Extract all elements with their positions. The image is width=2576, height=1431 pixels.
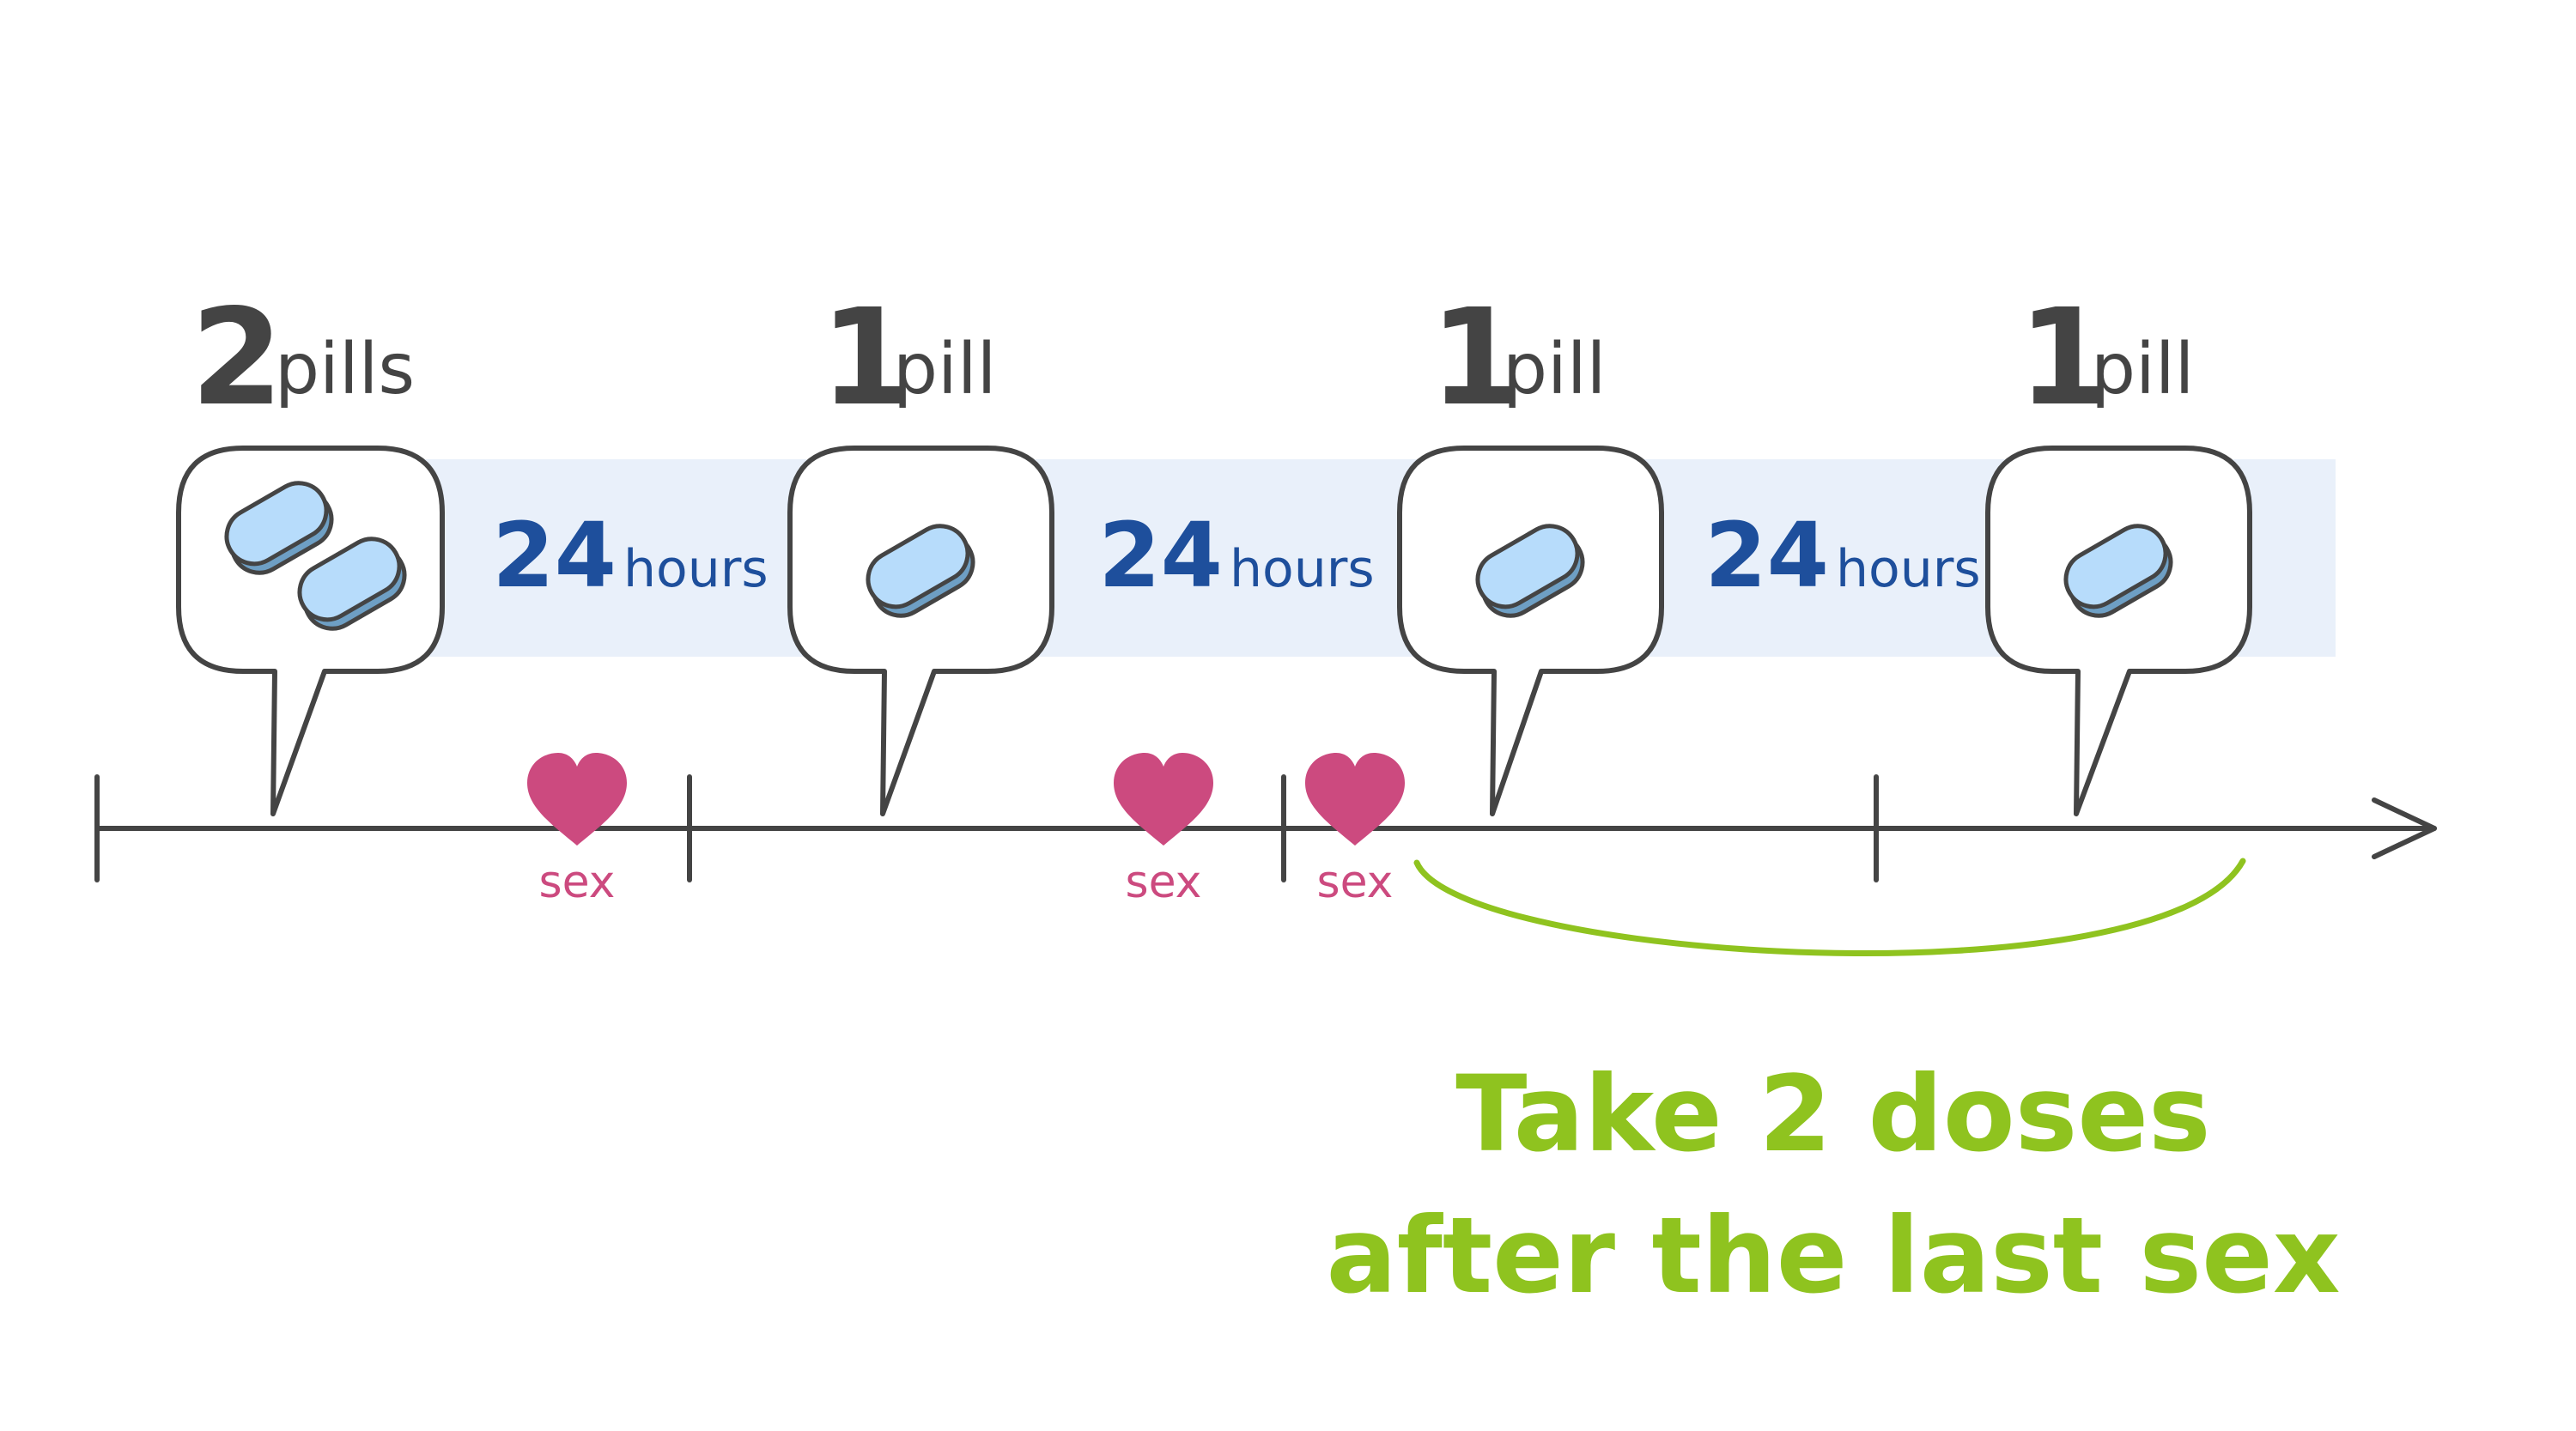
dose-heading: 1 pill [820, 280, 996, 435]
pill-icon [866, 524, 975, 618]
interval-label: 24 hours [1704, 503, 1980, 608]
dose-bubbles [176, 446, 2252, 816]
arrow-right-icon [2372, 797, 2437, 859]
dose-unit: pill [2091, 329, 2194, 410]
dose-unit: pills [275, 329, 415, 410]
interval-label: 24 hours [1098, 503, 1374, 608]
pill-icon [224, 481, 334, 575]
interval-band [215, 459, 2336, 657]
sex-label: sex [1317, 857, 1394, 908]
interval-label: 24 hours [492, 503, 768, 608]
dose-unit: pill [893, 329, 996, 410]
sex-event: sex [527, 753, 627, 908]
sex-event: sex [1305, 753, 1405, 908]
note-line-2: after the last sex [1326, 1195, 2340, 1317]
note-line-1: Take 2 doses [1455, 1053, 2210, 1175]
pill-top [297, 537, 402, 622]
pill-icon [297, 537, 407, 631]
pill-top [1475, 524, 1580, 609]
heart-icon [1305, 753, 1405, 846]
dose-heading: 2 pills [191, 280, 415, 435]
last-doses-bracket [1413, 858, 2246, 956]
dose-count: 1 [2018, 280, 2111, 435]
pill-icon [1475, 524, 1585, 618]
dose-unit: pill [1503, 329, 1606, 410]
dose-bubble [787, 446, 1054, 816]
interval-unit: hours [1836, 539, 1981, 599]
sex-label: sex [1126, 857, 1202, 908]
dose-heading: 1 pill [1430, 280, 1606, 435]
pill-top [2063, 524, 2168, 609]
pill-top [866, 524, 970, 609]
dose-bubble [176, 446, 445, 816]
speech-bubble [1985, 446, 2252, 816]
dose-bubble [1397, 446, 1664, 816]
dose-bubble [1985, 446, 2252, 816]
interval-number: 24 [492, 503, 617, 608]
interval-unit: hours [623, 539, 769, 599]
timeline [94, 774, 2437, 882]
interval-number: 24 [1098, 503, 1223, 608]
pill-icon [2063, 524, 2173, 618]
interval-number: 24 [1704, 503, 1829, 608]
sex-label: sex [539, 857, 616, 908]
speech-bubble [787, 446, 1054, 816]
dose-count: 1 [1430, 280, 1522, 435]
dose-count: 2 [191, 280, 283, 435]
sex-event: sex [1114, 753, 1213, 908]
dose-count: 1 [820, 280, 913, 435]
heart-icon [1114, 753, 1213, 846]
interval-unit: hours [1230, 539, 1375, 599]
speech-bubble [1397, 446, 1664, 816]
pill-top [224, 481, 329, 567]
heart-icon [527, 753, 627, 846]
dose-heading: 1 pill [2018, 280, 2194, 435]
